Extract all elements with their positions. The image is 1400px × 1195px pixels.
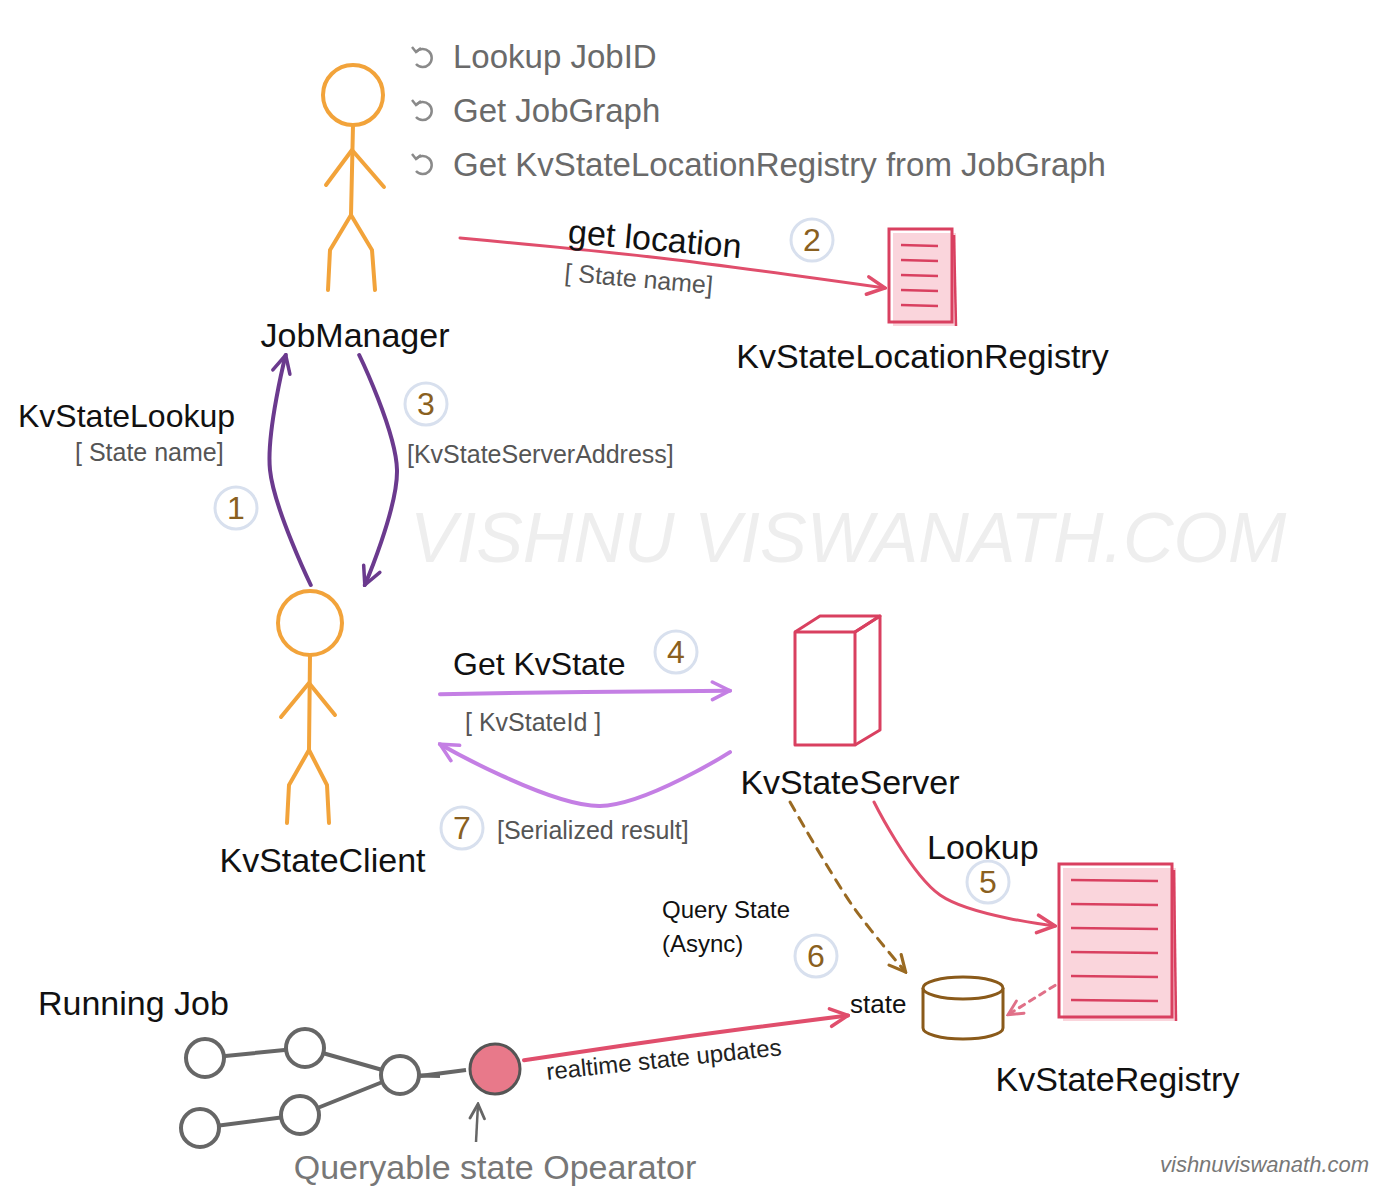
- registry-document-outline: [1055, 860, 1180, 1025]
- callout-circles: [215, 219, 1009, 977]
- edge-label: KvStateLookup: [18, 398, 235, 435]
- node-label: KvStateServer: [740, 763, 959, 802]
- node-label: KvStateRegistry: [996, 1060, 1240, 1099]
- refresh-icon: [412, 47, 421, 52]
- edge-label: Get KvState: [453, 646, 626, 683]
- callout-number: 1: [215, 487, 257, 529]
- response-arrow: [440, 744, 730, 806]
- callout-circle: [441, 807, 483, 849]
- callout-circle: [791, 219, 833, 261]
- actor-figure: KvStateClient: [205, 585, 440, 880]
- callout-circle: [795, 935, 837, 977]
- registry-document-outline: [885, 225, 960, 330]
- refresh-icon: [412, 100, 421, 105]
- node-label: Running Job: [38, 984, 229, 1023]
- job-graph: Running Job: [30, 980, 440, 1152]
- process-note: Lookup JobID: [453, 38, 657, 76]
- server-box: KvStateServer: [730, 610, 970, 802]
- parameter-label: [ State name]: [563, 258, 714, 300]
- lookup-arrow: [874, 802, 1055, 926]
- actor-figure-outline: [250, 55, 460, 355]
- node-label: state: [850, 990, 906, 1020]
- reference-arrow: [1008, 985, 1055, 1014]
- node-label: KvStateLocationRegistry: [736, 337, 1108, 376]
- node-label: KvStateClient: [220, 841, 426, 880]
- refresh-icon: [412, 154, 421, 159]
- state-cylinder: state: [848, 972, 1008, 1042]
- edge-label: Query State (Async): [662, 893, 822, 961]
- process-note: Get JobGraph: [453, 92, 660, 130]
- refresh-icons: [412, 47, 432, 174]
- actor-figure: JobManager: [250, 55, 460, 355]
- edge-label: Lookup: [927, 828, 1039, 867]
- lookup-arrow: [269, 355, 310, 585]
- address-arrow: [359, 355, 397, 585]
- edge-label: get location: [567, 212, 744, 266]
- request-arrow: [440, 691, 730, 695]
- callout-number: 7: [441, 807, 483, 849]
- callout-circle: [215, 487, 257, 529]
- parameter-label: [ State name]: [75, 438, 224, 467]
- site-credit: vishnuviswanath.com: [1160, 1152, 1369, 1177]
- callout-circle: [967, 861, 1009, 903]
- registry-document: KvStateRegistry: [1055, 860, 1180, 1025]
- callout-circle: [655, 631, 697, 673]
- edge-label: [KvStateServerAddress]: [407, 440, 674, 469]
- callout-number: 3: [405, 383, 447, 425]
- leader-arrow: [476, 1104, 478, 1142]
- actor-figure-outline: [205, 585, 440, 880]
- node-label: Queryable state Opearator: [294, 1148, 697, 1187]
- operator-circle-outline: [466, 1040, 524, 1098]
- callout-circle: [405, 383, 447, 425]
- callout-number: 5: [967, 861, 1009, 903]
- node-label: JobManager: [260, 316, 449, 355]
- callout-number: 6: [795, 935, 837, 977]
- parameter-label: [ KvStateId ]: [465, 708, 601, 737]
- watermark: VISHNU VISWANATH.COM: [410, 498, 1286, 579]
- callout-number: 4: [655, 631, 697, 673]
- edge-label: [Serialized result]: [497, 816, 689, 845]
- registry-document: KvStateLocationRegistry: [885, 225, 960, 330]
- operator-circle: Queryable state Opearator: [466, 1040, 524, 1098]
- callout-number: 2: [791, 219, 833, 261]
- process-note: Get KvStateLocationRegistry from JobGrap…: [453, 146, 1106, 184]
